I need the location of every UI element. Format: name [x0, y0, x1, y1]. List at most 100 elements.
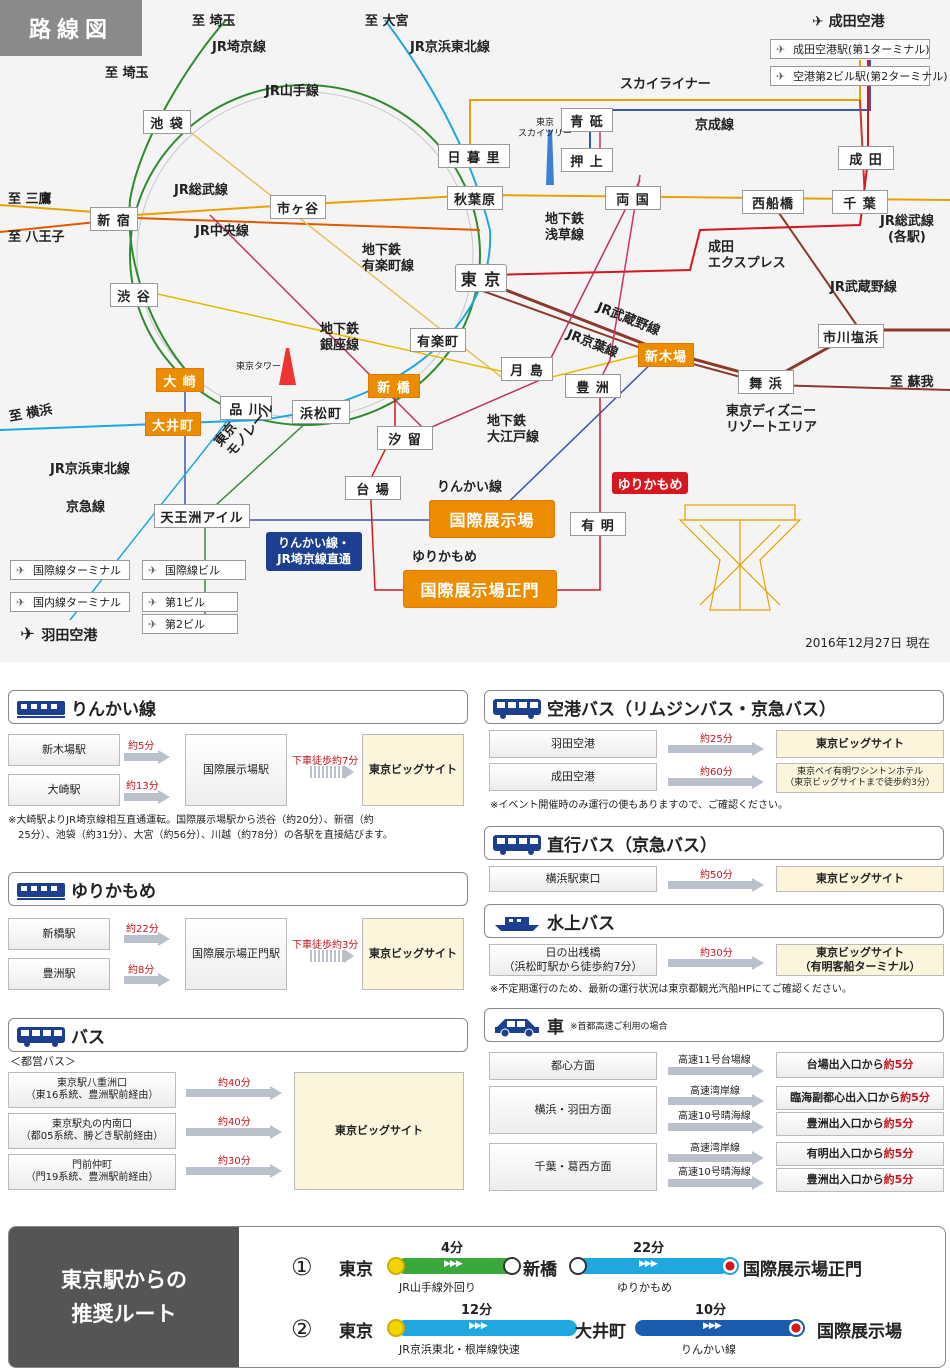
car-dest-2: 臨海副都心出入口から約5分: [776, 1086, 944, 1110]
station-shinagawa[interactable]: 品 川: [220, 396, 272, 420]
station-shibuya[interactable]: 渋 谷: [110, 283, 158, 307]
route2-end-dot: [787, 1319, 805, 1337]
station-ariake[interactable]: 有 明: [570, 512, 626, 536]
route1-time2: 22分: [633, 1241, 665, 1256]
recommended-route-panel: 東京駅からの推奨ルート ① 東京 ▶▶▶ 4分 JR山手線外回り 新橋 ▶▶▶ …: [8, 1226, 946, 1368]
airport-bus-from-narita: 成田空港: [489, 763, 657, 791]
narita-t2[interactable]: 空港第2ビル駅(第2ターミナル): [770, 66, 948, 86]
haneda-domestic-terminal[interactable]: 国内線ターミナル: [10, 592, 130, 612]
station-daiba[interactable]: 台 場: [345, 476, 401, 500]
route2-line1-bar: [397, 1320, 577, 1336]
rinkai-dest: 東京ビッグサイト: [362, 734, 464, 806]
yurikamome-time-1: 約22分: [126, 924, 159, 935]
station-ichigaya[interactable]: 市ヶ谷: [270, 195, 326, 219]
section-rinkai-header: りんかい線: [8, 690, 468, 724]
label-asakusa-line: 地下鉄浅草線: [545, 212, 585, 244]
arrow: [310, 765, 354, 779]
haneda-intl-terminal[interactable]: 国際線ターミナル: [10, 560, 130, 580]
station-osaki[interactable]: 大 崎: [156, 368, 204, 392]
station-ichikawa[interactable]: 市川塩浜: [818, 324, 884, 348]
ship-icon: [495, 917, 539, 931]
yurikamome-walk: 下車徒歩約3分: [292, 940, 359, 951]
route1-line2-bar: [577, 1258, 729, 1274]
station-oshiage[interactable]: 押 上: [561, 148, 613, 172]
section-title: 車: [547, 1017, 564, 1038]
arrow: [124, 790, 170, 804]
arrow: [668, 878, 764, 892]
haneda-terminal-1[interactable]: 第1ビル: [142, 592, 238, 612]
station-tsukishima[interactable]: 月 島: [501, 357, 553, 381]
airport-bus-dest-2: 東京ベイ有明ワシントンホテル （東京ビッグサイトまで徒歩約3分）: [776, 763, 944, 793]
direct-bus-dest: 東京ビッグサイト: [776, 866, 944, 892]
label-saitama-2: 至 埼玉: [105, 66, 149, 81]
station-ikebukuro[interactable]: 池 袋: [143, 110, 191, 134]
bus-time-1: 約40分: [218, 1078, 251, 1089]
station-ryogoku[interactable]: 両 国: [605, 186, 661, 210]
station-akihabara[interactable]: 秋葉原: [447, 186, 503, 210]
station-shinjuku[interactable]: 新 宿: [90, 207, 138, 231]
station-shinbashi[interactable]: 新 橋: [368, 374, 420, 398]
car-sub: ※首都高速ご利用の場合: [570, 1021, 668, 1032]
station-nishifunabashi[interactable]: 西船橋: [742, 190, 804, 214]
car-from-yokohama: 横浜・羽田方面: [489, 1086, 657, 1134]
haneda-intl-building[interactable]: 国際線ビル: [142, 560, 246, 580]
rinkai-note: ※大崎駅よりJR埼京線相互直通運転。国際展示場駅から渋谷（約20分）、新宿（約 …: [8, 815, 393, 841]
station-kokusai-seimon[interactable]: 国際展示場正門: [403, 570, 557, 608]
label-rinkai: りんかい線: [437, 480, 503, 495]
station-shiodome[interactable]: 汐 留: [377, 426, 433, 450]
car-route-2: 高速湾岸線: [690, 1086, 740, 1097]
station-narita[interactable]: 成 田: [838, 146, 894, 170]
direct-bus-from: 横浜駅東口: [489, 866, 657, 892]
route1-line1: JR山手線外回り: [399, 1281, 476, 1294]
rinkai-mid-station: 国際展示場駅: [185, 734, 287, 806]
section-title: ゆりかもめ: [71, 881, 156, 902]
route2-num: ②: [291, 1315, 313, 1343]
route1-via: 新橋: [523, 1260, 557, 1280]
route1-num: ①: [291, 1253, 313, 1281]
label-hachioji: 至 八王子: [8, 230, 65, 245]
bus-dest: 東京ビッグサイト: [294, 1072, 464, 1190]
station-aoto[interactable]: 青 砥: [561, 108, 613, 132]
label-skytree: 東京スカイツリー: [518, 118, 573, 140]
arrow: [668, 1120, 764, 1134]
station-maihama[interactable]: 舞 浜: [738, 370, 794, 394]
section-title: りんかい線: [71, 699, 156, 720]
route2-line2: りんかい線: [681, 1343, 736, 1356]
rinkai-from-osaki: 大崎駅: [8, 774, 120, 806]
label-oedo-line: 地下鉄大江戸線: [487, 414, 540, 446]
recommended-title: 東京駅からの推奨ルート: [9, 1227, 239, 1367]
station-shinkiba[interactable]: 新木場: [638, 343, 694, 367]
car-route-4: 高速湾岸線: [690, 1143, 740, 1154]
label-tokyo-tower: 東京タワー: [236, 362, 282, 372]
yurikamome-mid-station: 国際展示場正門駅: [185, 918, 287, 990]
route1-line1-bar: [397, 1258, 517, 1274]
station-hamamatsucho[interactable]: 浜松町: [292, 400, 350, 424]
label-chuo: JR中央線: [195, 224, 249, 239]
station-oimachi[interactable]: 大井町: [145, 412, 201, 436]
narita-t1[interactable]: 成田空港駅(第1ターミナル): [770, 39, 930, 59]
station-tennozu[interactable]: 天王洲アイル: [154, 504, 250, 528]
label-keikyu: 京急線: [66, 500, 106, 515]
route1-time1: 4分: [441, 1241, 464, 1256]
asakusa-subway: [599, 174, 641, 381]
station-chiba[interactable]: 千 葉: [832, 190, 888, 214]
route2-time2: 10分: [695, 1303, 727, 1318]
station-kokusai-tenjijo[interactable]: 国際展示場: [429, 500, 555, 538]
yamanote-loop: [129, 84, 481, 426]
station-yurakucho[interactable]: 有楽町: [410, 328, 466, 352]
route1-end-dot: [721, 1257, 739, 1275]
airport-bus-dest-1: 東京ビッグサイト: [776, 730, 944, 758]
label-yamanote: JR山手線: [265, 84, 319, 99]
rinkai-time-1: 約5分: [128, 741, 155, 752]
haneda-terminal-2[interactable]: 第2ビル: [142, 614, 238, 634]
station-tokyo[interactable]: 東 京: [455, 264, 507, 292]
station-nippori[interactable]: 日 暮 里: [438, 144, 510, 168]
rinkai-from-shinkiba: 新木場駅: [8, 734, 120, 766]
arrow: [668, 1064, 764, 1078]
station-toyosu[interactable]: 豊 洲: [565, 374, 621, 398]
bus-time-3: 約30分: [218, 1156, 251, 1167]
route1-from: 東京: [339, 1260, 373, 1280]
yurikamome-from-toyosu: 豊洲駅: [8, 958, 110, 990]
route2-time1: 12分: [461, 1303, 493, 1318]
route2-line1: JR京浜東北・根岸線快速: [399, 1343, 520, 1356]
